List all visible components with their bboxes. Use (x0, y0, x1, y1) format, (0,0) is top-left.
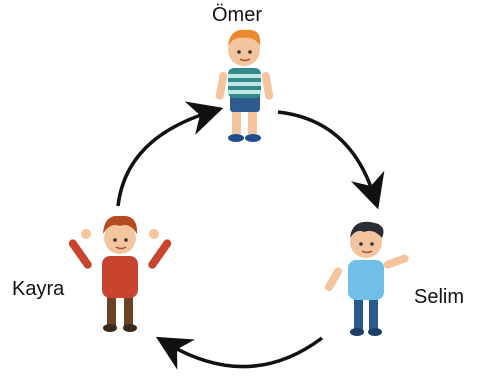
arrow-selim-to-kayra (155, 336, 324, 370)
name-label-top: Ömer (212, 4, 262, 26)
boy-omer-figure (215, 29, 274, 142)
boy-kayra-figure (68, 215, 172, 332)
name-label-left: Kayra (12, 278, 65, 300)
boy-selim-figure (325, 221, 409, 336)
name-label-right: Selim (414, 286, 465, 308)
arrow-kayra-to-omer (116, 101, 224, 207)
arrow-omer-to-selim (277, 110, 385, 210)
